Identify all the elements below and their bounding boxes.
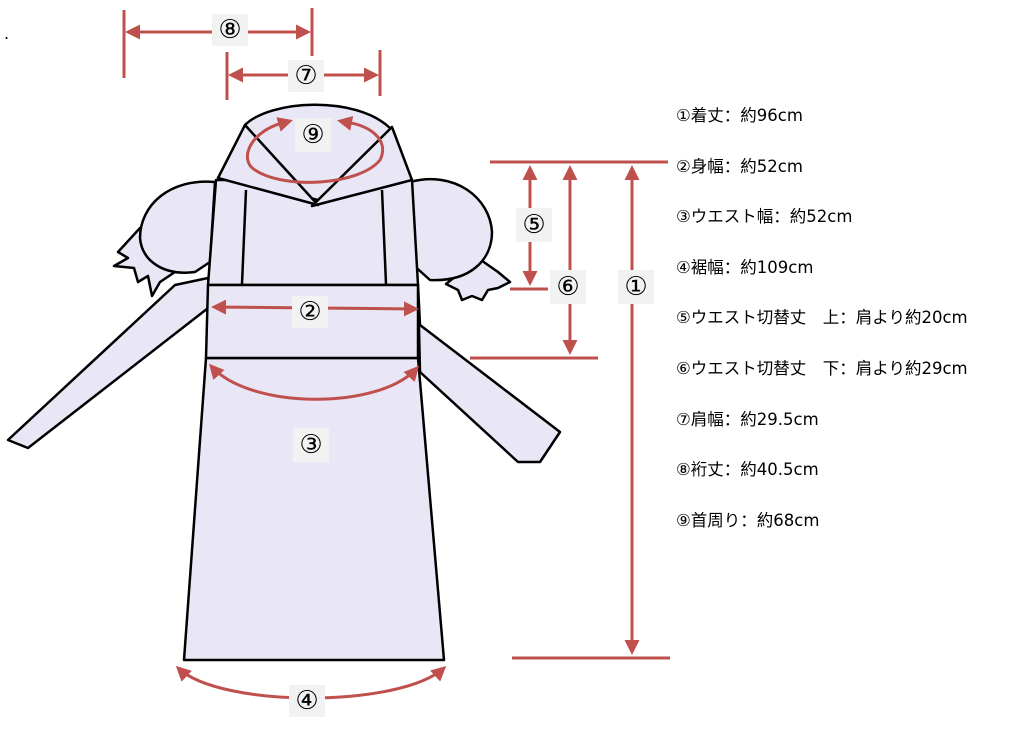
legend-item-neck-circumference: ⑨首周り：約68cm [676, 510, 820, 530]
legend-item-waist-switch-bottom: ⑥ウエスト切替丈 下：肩より約29cm [676, 358, 968, 378]
label-6: ⑥ [556, 272, 579, 302]
bodice-seam-left [240, 189, 248, 285]
label-2: ② [298, 297, 321, 327]
legend-item-sleeve-length: ⑧裄丈：約40.5cm [676, 460, 819, 480]
label-bg-2 [292, 296, 328, 328]
arrow-9-right [337, 115, 354, 131]
arrow-9-left [276, 117, 293, 132]
label-bg-4 [289, 685, 325, 717]
measurement-legend: ①着丈：約96cm ②身幅：約52cm ③ウエスト幅：約52cm ④裾幅：約10… [676, 100, 1016, 555]
collar-left-flap [216, 123, 320, 207]
legend-item-hem-width: ④裾幅：約109cm [676, 257, 814, 277]
legend-item-body-width: ②身幅：約52cm [676, 156, 803, 176]
label-bg-7 [288, 60, 324, 92]
right-frill [444, 256, 512, 302]
dress-outline [6, 103, 562, 662]
legend-item-waist-switch-top: ⑤ウエスト切替丈 上：肩より約20cm [676, 308, 968, 328]
label-bg-8 [212, 14, 248, 46]
label-bg-3 [293, 428, 329, 462]
right-puff-sleeve [408, 177, 494, 282]
left-puff-sleeve [138, 180, 217, 274]
neck-ellipse [245, 120, 384, 184]
label-7: ⑦ [294, 61, 317, 91]
label-bg-6 [550, 270, 586, 304]
left-frill [112, 226, 177, 298]
label-bg-9 [295, 118, 331, 152]
arrow-3 [209, 363, 419, 401]
label-1: ① [624, 272, 647, 302]
number-labels: ⑧ ⑦ ⑨ ② ③ ④ ⑤ ⑥ ① [212, 14, 654, 717]
left-sleeve [6, 276, 214, 450]
label-9: ⑨ [301, 120, 324, 150]
label-8: ⑧ [218, 15, 241, 45]
label-3: ③ [299, 430, 322, 460]
bodice-seam-right [380, 189, 388, 285]
legend-item-total-length: ①着丈：約96cm [676, 106, 803, 125]
collar-right-flap [310, 125, 414, 208]
label-4: ④ [295, 686, 318, 716]
skirt [182, 356, 446, 662]
label-bg-1 [618, 270, 654, 304]
legend-item-waist-width: ③ウエスト幅：約52cm [676, 207, 853, 227]
legend-item-shoulder-width: ⑦肩幅：約29.5cm [676, 409, 819, 429]
label-5: ⑤ [522, 210, 545, 240]
right-sleeve [416, 283, 562, 464]
label-bg-5 [516, 208, 552, 242]
stray-dot: . [4, 24, 10, 43]
